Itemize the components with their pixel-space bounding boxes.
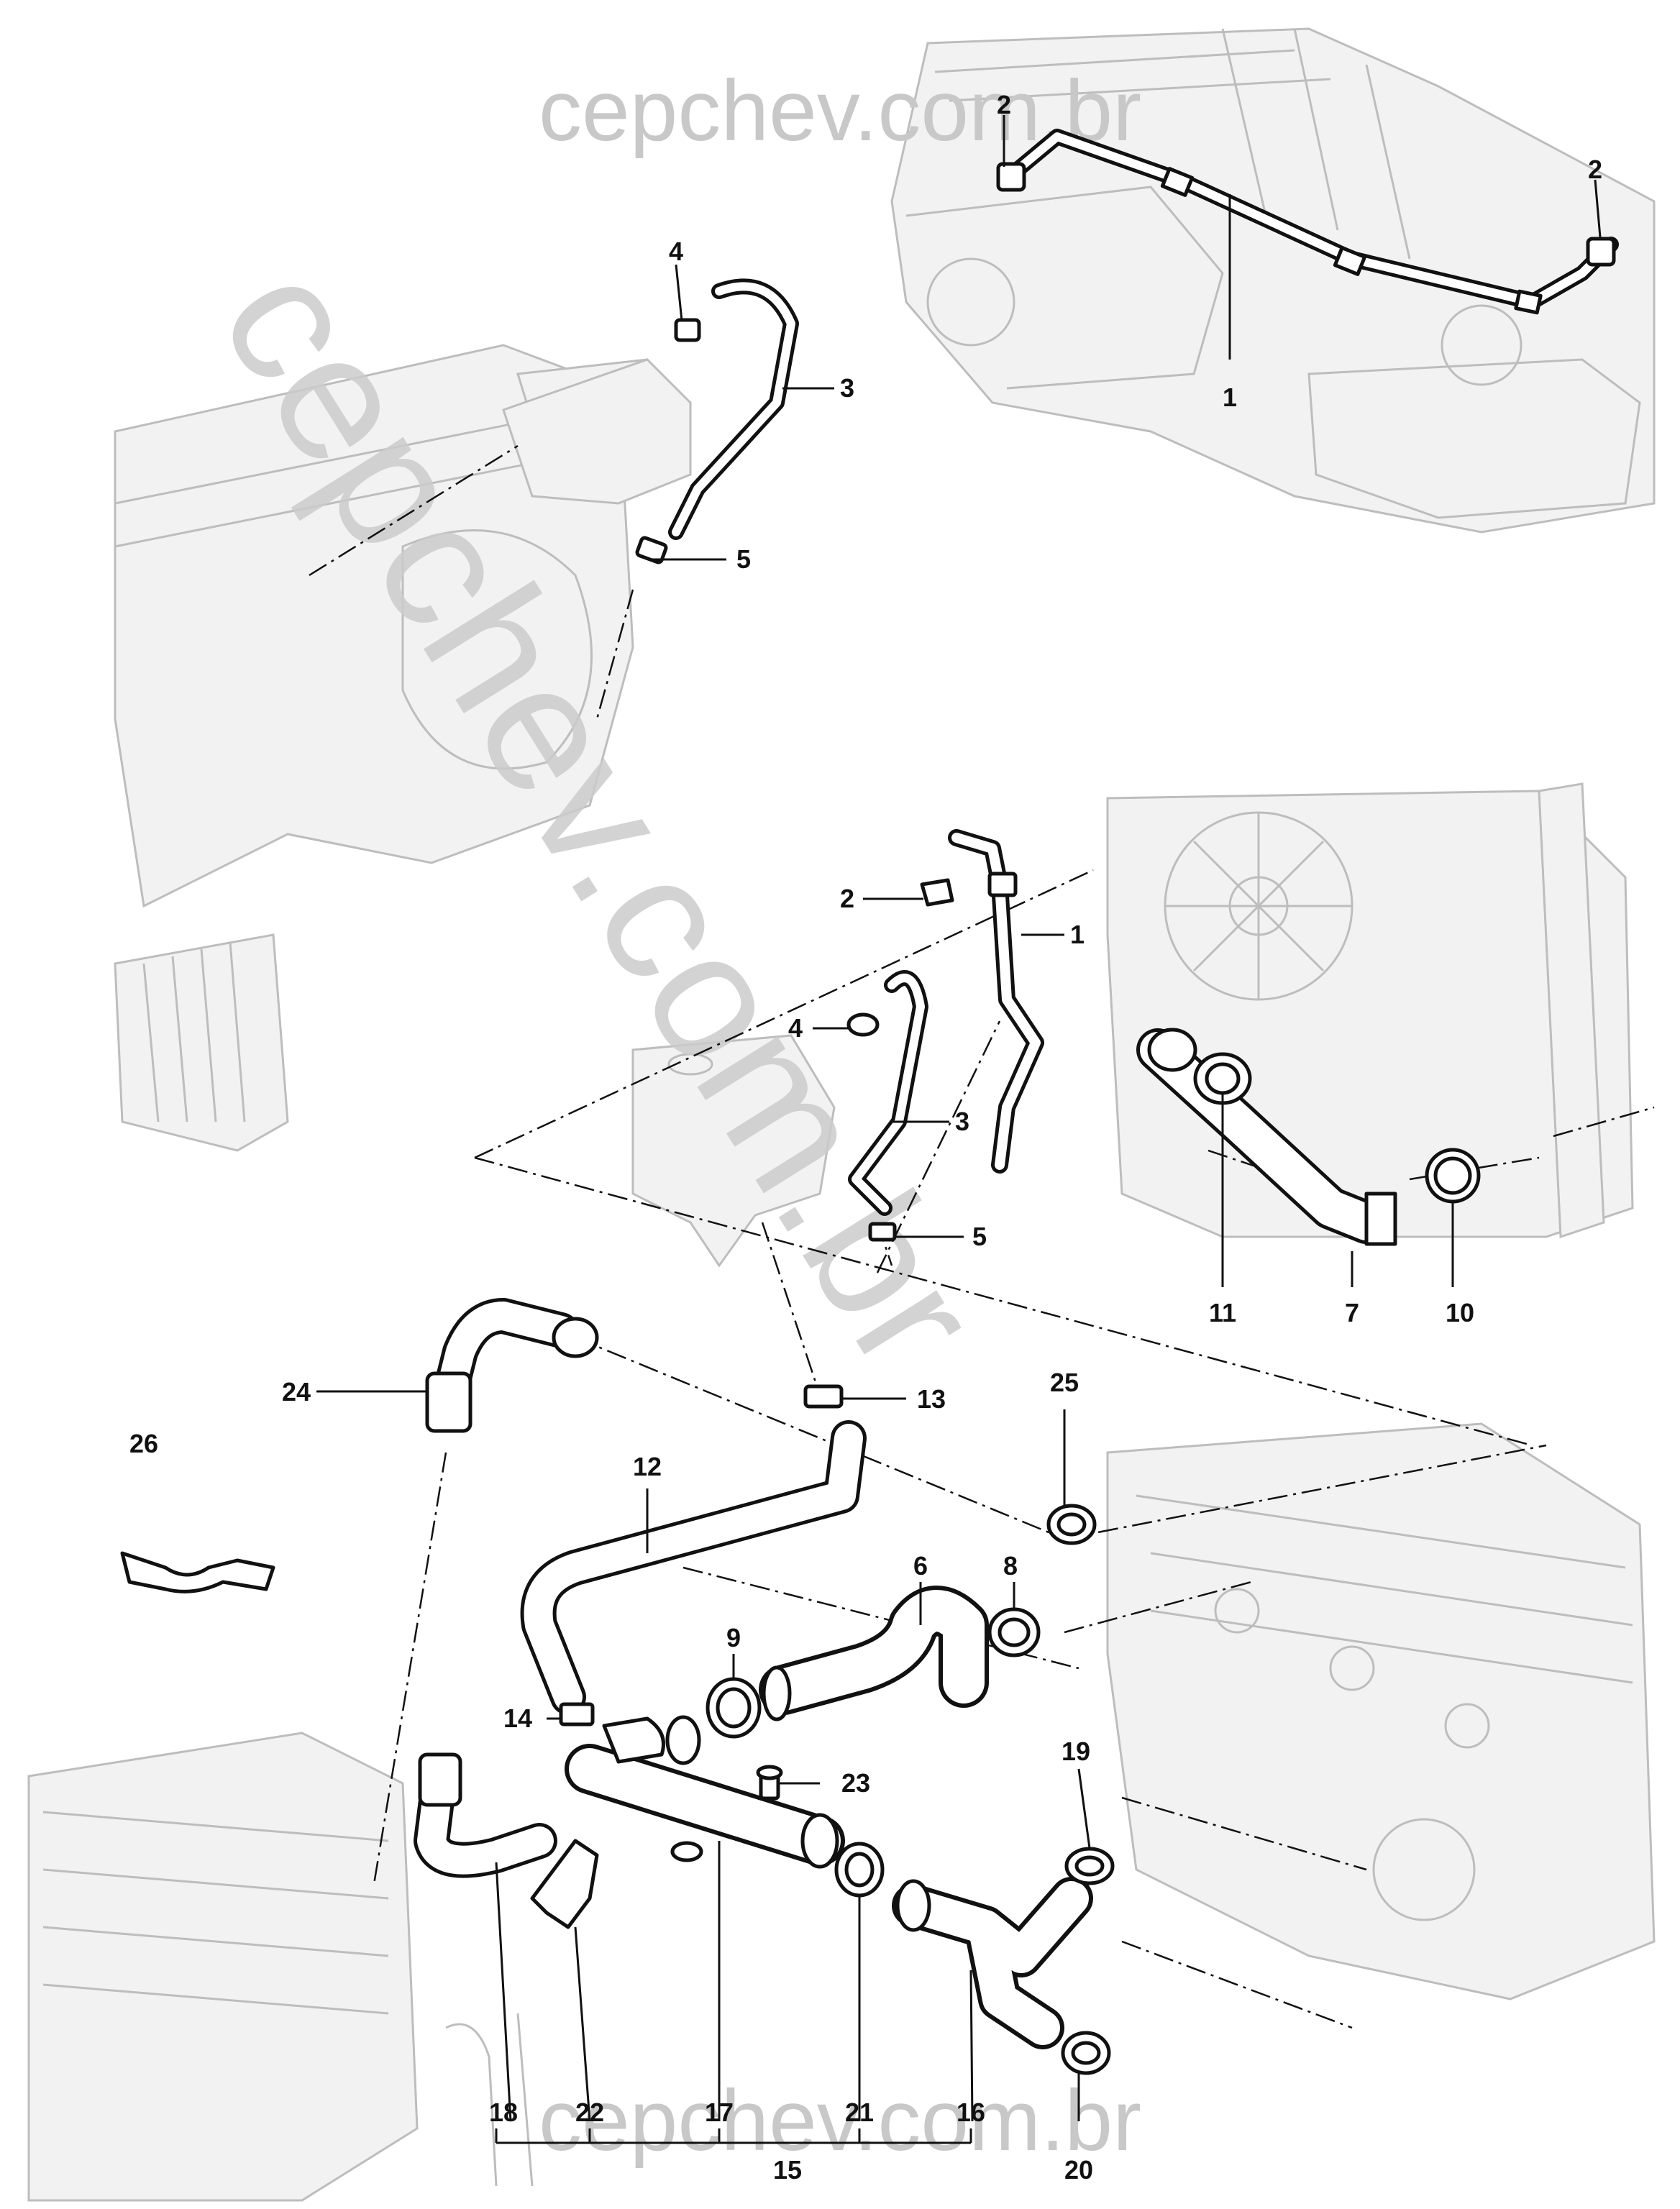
callout-exp-25: 25 [1050,1368,1079,1397]
callout-exp-19: 19 [1062,1737,1090,1766]
callout-exp-14: 14 [503,1703,532,1733]
callout-exp-6: 6 [913,1551,928,1581]
top-left-installation-line [309,444,634,720]
callout-exp-10: 10 [1446,1298,1474,1327]
callout-exp-15: 15 [773,2155,802,2185]
callout-exp-17: 17 [705,2098,734,2127]
exploded-clip-13 [803,1384,844,1409]
callout-exp-21: 21 [845,2098,874,2127]
installed-clip-2-right [1586,237,1616,267]
callout-exp-5: 5 [972,1222,987,1251]
callout-exp-24: 24 [282,1377,311,1407]
exploded-installation-boundary [474,869,1655,1540]
callout-exp-26: 26 [129,1429,158,1458]
exploded-hose-1 [948,829,1044,1174]
callout-exp-3: 3 [955,1107,969,1136]
callout-exp-11: 11 [1209,1298,1236,1327]
exploded-oring-4 [846,1012,880,1037]
installed-hose-3 [668,278,799,540]
exploded-bolt-23 [756,1765,783,1801]
callout-top-2b: 2 [1588,155,1602,184]
exploded-hose-18 [414,1752,557,1878]
exploded-axis-lines [373,1020,1540,2029]
background-engine-block-right [1106,1422,1656,2000]
callout-top-1: 1 [1223,383,1237,412]
exploded-hose-6 [759,1586,989,1721]
callout-exp-8: 8 [1003,1551,1018,1581]
callout-exp-9: 9 [726,1623,741,1652]
exploded-hose-3 [848,970,928,1216]
watermark-bottom: cepchev.com.br [539,2072,1141,2169]
exploded-clamp-25 [1046,1504,1097,1545]
exploded-clip-2 [920,878,954,907]
callout-exp-12: 12 [633,1452,662,1481]
callout-exp-7: 7 [1345,1298,1359,1327]
exploded-clamp-11 [1193,1052,1252,1105]
callout-exp-4: 4 [788,1013,803,1043]
installed-clip-2-left [996,162,1026,192]
background-expansion-tank [502,358,836,1268]
callout-top-4: 4 [669,237,683,266]
installed-clip-5 [635,536,668,564]
exploded-clamp-20 [1061,2031,1111,2075]
exploded-hose-24 [425,1298,599,1433]
installed-clip-4 [674,318,701,342]
exploded-clamp-19 [1064,1847,1115,1885]
background-heater-box-left [27,1732,534,2202]
exploded-clamp-9 [706,1677,762,1739]
callout-labels: 2 2 1 4 3 5 2 1 4 3 5 11 7 10 24 13 25 2… [129,90,1602,2185]
callout-exp-22: 22 [575,2098,604,2127]
exploded-bracket-22 [530,1839,599,1929]
callout-exp-13: 13 [917,1384,946,1414]
callout-exp-1: 1 [1070,920,1085,949]
callout-exp-23: 23 [841,1768,870,1798]
exploded-hose-16 [892,1877,1093,2049]
exploded-hose-12 [520,1420,867,1715]
leader-lines [316,115,1602,2144]
exploded-clip-5 [868,1222,897,1242]
exploded-clamp-8 [987,1607,1041,1657]
callout-top-5: 5 [736,544,751,574]
callout-exp-18: 18 [489,2098,518,2127]
background-engine-bay-top-right [890,27,1656,534]
exploded-pipe-17 [565,1715,845,1869]
callout-exp-16: 16 [957,2098,985,2127]
exploded-clamp-10 [1425,1148,1481,1204]
callout-exp-2: 2 [840,884,854,913]
exploded-clip-26 [120,1551,275,1593]
callout-top-2a: 2 [997,90,1011,119]
installed-hose-1 [1006,129,1619,315]
callout-exp-20: 20 [1064,2155,1093,2185]
background-fan-radiator-right [1106,782,1634,1239]
exploded-clamp-21 [834,1842,885,1898]
callout-top-3: 3 [840,373,854,403]
exploded-clip-14 [559,1702,595,1727]
